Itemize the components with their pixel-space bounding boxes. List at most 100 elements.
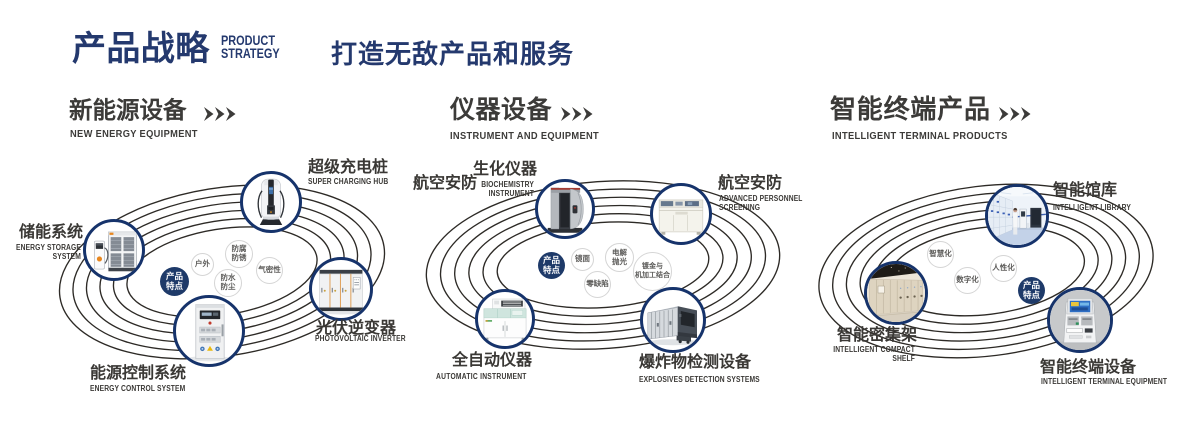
label-explosives-detection-en: EXPLOSIVES DETECTION SYSTEMS [639, 375, 760, 384]
label-compact-shelf: 智能密集架 [837, 327, 918, 344]
page-slogan: 打造无敌产品和服务 [331, 39, 575, 69]
screening-instrument-icon [658, 199, 704, 235]
label-line: SCREENING [719, 203, 761, 213]
bubble-line: 零缺陷 [586, 279, 609, 289]
label-biochemistry: 生化仪器 [473, 161, 538, 178]
label-energy-control-en: ENERGY CONTROL SYSTEM [90, 384, 186, 393]
label-pv-inverter-en: PHOTOVOLTAIC INVERTER [315, 334, 406, 343]
title-line: PRODUCT [221, 32, 276, 48]
label-energy-control: 能源控制系统 [90, 365, 187, 382]
node-energy-control[interactable] [173, 295, 245, 367]
label-super-charging: 超级充电桩 [308, 159, 389, 176]
bubble-line: 镜面 [575, 254, 590, 264]
page-title: 产品战略 [72, 30, 210, 68]
label-explosives-detection: 爆炸物检测设备 [639, 354, 752, 371]
badge-line: 特点 [1022, 289, 1040, 300]
bubble-line: 防腐 [231, 244, 247, 254]
compact-shelving-icon [867, 264, 925, 322]
label-super-charging-en: SUPER CHARGING HUB [308, 177, 389, 186]
section-subtitle-instrument: INSTRUMENT AND EQUIPMENT [450, 131, 600, 142]
bubble-line: 数字化 [956, 275, 979, 285]
badge-line: 产品 [1022, 279, 1040, 290]
section-subtitle-new-energy: NEW ENERGY EQUIPMENT [70, 129, 198, 140]
node-biochemistry-gate[interactable] [535, 179, 595, 239]
bubble-line: 防锈 [231, 253, 247, 262]
bubble-line: 机加工结合 [635, 271, 670, 279]
bubble-line: 电解 [612, 247, 627, 257]
node-super-charging[interactable] [240, 171, 302, 233]
badge-product-features: 产品特点 [1018, 277, 1045, 304]
badge-line: 产品 [542, 254, 560, 265]
label-energy-storage: 储能系统 [19, 224, 84, 241]
node-intelligent-library[interactable] [985, 184, 1049, 248]
label-terminal-equipment: 智能终端设备 [1040, 359, 1137, 376]
label-automatic-instrument: 全自动仪器 [452, 352, 533, 369]
bubble-line: 人性化 [992, 263, 1015, 273]
label-aviation-security: 航空安防 [413, 175, 478, 192]
explosives-detector-icon [647, 306, 699, 346]
label-line: INSTRUMENT [488, 189, 534, 199]
node-energy-storage[interactable] [83, 219, 145, 281]
badge-line: 特点 [165, 280, 183, 291]
node-explosives-detector[interactable] [640, 287, 706, 353]
ev-charging-pile-icon [257, 178, 285, 225]
terminal-kiosk-icon [1050, 290, 1110, 350]
section-title-new-energy: 新能源设备 [69, 97, 187, 123]
badge-product-features: 产品特点 [538, 252, 565, 279]
pv-inverter-cabinet-icon [317, 269, 365, 315]
node-terminal-kiosk[interactable] [1047, 287, 1113, 353]
label-personnel-screening: 航空安防 [718, 175, 783, 192]
label-pv-inverter: 光伏逆变器 [316, 320, 397, 337]
triple-chevron-icon [561, 107, 595, 121]
security-gate-icon [547, 187, 584, 233]
section-title-intelligent-terminal: 智能终端产品 [830, 94, 991, 124]
label-intelligent-library-en: INTELLIGENT LIBRARY [1053, 203, 1131, 212]
bubble-line: 镀金与 [642, 263, 663, 271]
feature-bubble: 零缺陷 [584, 271, 611, 298]
feature-bubble: 防腐防锈 [225, 240, 253, 268]
feature-bubble: 镀金与机加工结合 [633, 252, 672, 291]
feature-bubble: 电解抛光 [605, 243, 634, 272]
label-line: ENERGY STORAGE [15, 243, 81, 252]
feature-bubble: 防水防尘 [214, 269, 242, 297]
section-subtitle-intelligent-terminal: INTELLIGENT TERMINAL PRODUCTS [832, 131, 1008, 142]
intelligent-library-room-icon [988, 187, 1046, 245]
label-automatic-instrument-en: AUTOMATIC INSTRUMENT [436, 372, 527, 381]
bubble-line: 智慧化 [929, 249, 952, 259]
automatic-instrument-icon [483, 298, 527, 341]
label-line: SHELF [892, 354, 915, 364]
feature-bubble: 户外 [191, 253, 214, 276]
label-line: INTELLIGENT COMPACT [833, 345, 915, 354]
label-intelligent-library: 智能馆库 [1053, 182, 1118, 199]
triple-chevron-icon [999, 107, 1033, 121]
feature-bubble: 智慧化 [927, 241, 954, 268]
triple-chevron-icon [204, 107, 238, 121]
badge-line: 特点 [542, 264, 560, 275]
feature-bubble: 数字化 [954, 267, 981, 294]
node-pv-inverter[interactable] [309, 257, 373, 321]
label-line: ADVANCED PERSONNEL [719, 194, 803, 203]
feature-bubble: 气密性 [256, 257, 283, 284]
title-line: STRATEGY [221, 44, 280, 61]
energy-control-cabinet-icon [186, 304, 232, 362]
bubble-line: 户外 [195, 259, 210, 269]
bubble-line: 防尘 [220, 282, 236, 291]
badge-line: 产品 [165, 270, 183, 281]
section-title-instrument: 仪器设备 [450, 96, 553, 124]
badge-product-features: 产品特点 [160, 267, 189, 296]
bubble-line: 气密性 [258, 265, 281, 275]
energy-storage-cabinet-icon [94, 231, 137, 272]
label-terminal-equipment-en: INTELLIGENT TERMINAL EQUIPMENT [1041, 377, 1168, 386]
page-title-en: PRODUCT STRATEGY [221, 32, 280, 61]
node-compact-shelf[interactable] [864, 261, 928, 325]
bubble-line: 防水 [220, 273, 236, 283]
label-line: SYSTEM [52, 252, 81, 262]
node-personnel-screening[interactable] [650, 183, 712, 245]
node-automatic-instrument[interactable] [475, 289, 535, 349]
feature-bubble: 镜面 [571, 248, 594, 271]
